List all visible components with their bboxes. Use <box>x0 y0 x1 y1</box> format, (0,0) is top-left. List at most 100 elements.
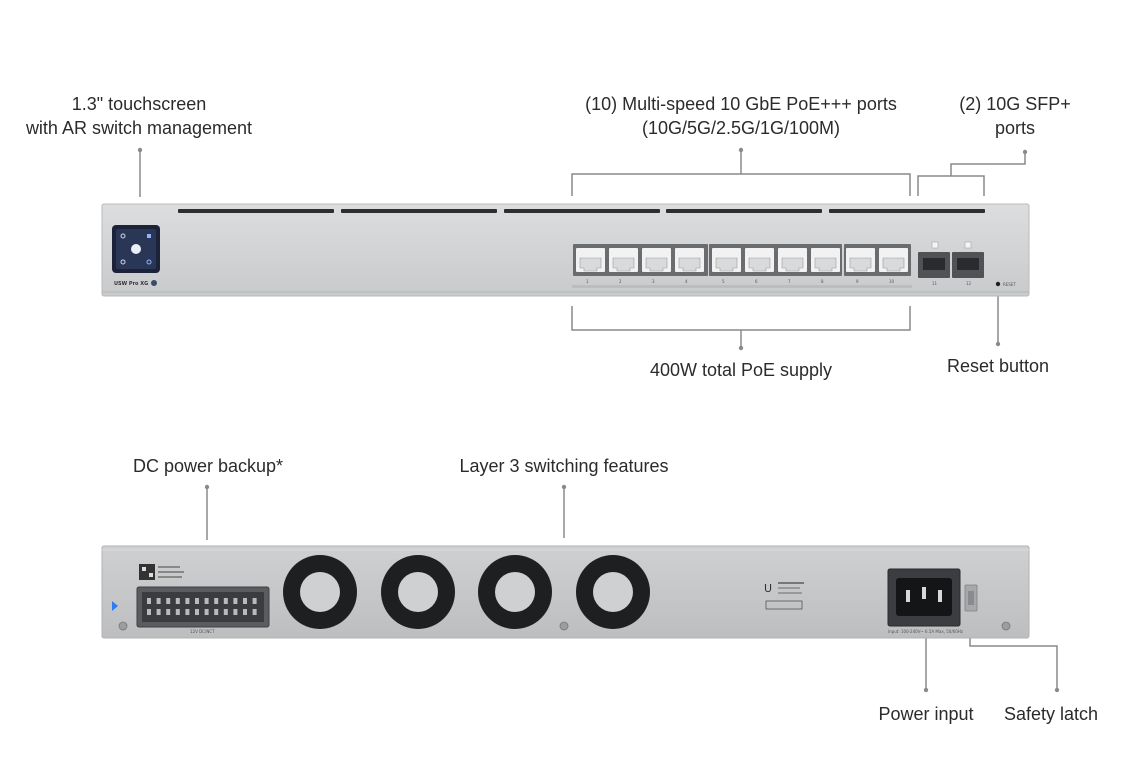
rj45-socket <box>645 257 668 272</box>
rj45-socket <box>579 257 602 272</box>
rj45-port-2[interactable] <box>609 248 638 272</box>
dc-pin <box>195 609 199 615</box>
qr-code-mark <box>142 567 146 571</box>
screen-power-icon <box>120 259 126 265</box>
front-vents <box>178 209 985 213</box>
poe-ports-callout: (10) Multi-speed 10 GbE PoE+++ ports (10… <box>556 92 926 140</box>
dc-pin <box>243 609 247 615</box>
dc-pin <box>223 609 228 615</box>
poe-supply-bracket <box>571 306 911 331</box>
rj45-port-5[interactable] <box>712 248 741 272</box>
dc-pin <box>204 598 209 604</box>
rj45-socket <box>781 257 804 272</box>
regulatory-text-line <box>778 592 802 594</box>
certification-marks-icon <box>765 600 803 610</box>
power-input-callout: Power input <box>878 704 974 724</box>
dc-pin <box>223 598 228 604</box>
rj45-port-1[interactable] <box>576 248 605 272</box>
poe-ports-bracket <box>571 173 911 196</box>
rj45-port-3[interactable] <box>642 248 671 272</box>
rj45-port-4[interactable] <box>675 248 704 272</box>
rj45-socket <box>715 257 738 272</box>
fan-hub <box>593 572 633 612</box>
dc-pin <box>156 598 161 604</box>
screen-status-icon <box>120 233 126 239</box>
fan-hub <box>300 572 340 612</box>
rear-panel: 12V DC/NCT U <box>101 545 1030 639</box>
sfp-ports-leader <box>950 152 1026 176</box>
safety-latch-callout: Safety latch <box>1003 704 1099 724</box>
rj45-port-7[interactable] <box>778 248 807 272</box>
touchscreen-callout-line1: 1.3" touchscreen <box>71 94 207 114</box>
safety-latch-grip <box>968 591 974 605</box>
rj45-socket <box>849 257 872 272</box>
dc-pin <box>233 609 238 615</box>
dc-indicator-icon <box>112 601 118 611</box>
power-rating-label: Input: 100-240V~ 6.5A Max, 50/60Hz <box>888 629 963 634</box>
label-sticker-line <box>158 566 180 568</box>
touchscreen-callout-line2: with AR switch management <box>25 118 253 138</box>
rj45-socket <box>748 257 771 272</box>
layer3-callout: Layer 3 switching features <box>459 456 669 476</box>
dc-pin <box>252 598 257 604</box>
sfp-led <box>964 241 972 249</box>
touchscreen-center-dot <box>131 244 141 254</box>
port-label-3: 3 <box>652 279 655 284</box>
port-label-2: 2 <box>619 279 622 284</box>
poe-supply-callout: 400W total PoE supply <box>649 360 833 380</box>
port-housing-1-4 <box>573 244 708 276</box>
rj45-port-6[interactable] <box>745 248 774 272</box>
dc-connector-socket <box>142 592 264 622</box>
front-leader-lines <box>137 147 1028 351</box>
dc-pin <box>147 598 151 604</box>
dc-pin <box>147 609 151 615</box>
sfp-port-12-cage <box>957 258 979 270</box>
fan-4 <box>576 555 650 629</box>
dc-power-leader-dot <box>204 484 210 490</box>
screen-settings-icon <box>146 259 152 265</box>
ac-pin-icon <box>922 587 926 599</box>
dc-pin <box>156 609 161 615</box>
screw-icon <box>559 621 569 631</box>
port-label-7: 7 <box>788 279 791 284</box>
dc-connector-label: 12V DC/NCT <box>190 629 215 634</box>
vent-slot <box>829 209 985 213</box>
reset-label: RESET <box>1003 282 1016 287</box>
rj45-port-8[interactable] <box>811 248 840 272</box>
screw-icon <box>118 621 128 631</box>
reset-button-callout: Reset button <box>946 356 1050 376</box>
dc-pin <box>252 609 257 615</box>
port-label-1: 1 <box>586 279 589 284</box>
dc-power-callout: DC power backup* <box>132 456 284 476</box>
rj45-port-9[interactable] <box>846 248 875 272</box>
power-input-leader-dot <box>923 687 929 693</box>
regulatory-text-line <box>778 582 804 584</box>
reset-button[interactable] <box>995 281 1001 287</box>
port-label-5: 5 <box>722 279 725 284</box>
layer3-leader-dot <box>561 484 567 490</box>
sfp-ports-callout-line2: ports <box>994 118 1036 138</box>
touchscreen-display[interactable] <box>112 225 160 273</box>
port-led-strip <box>572 285 912 288</box>
poe-ports-leader-dot <box>738 147 744 153</box>
touchscreen-callout: 1.3" touchscreen with AR switch manageme… <box>10 92 268 140</box>
fan-1 <box>283 555 357 629</box>
sfp-ports-callout-line1: (2) 10G SFP+ <box>959 94 1071 114</box>
label-sticker-line <box>158 576 182 578</box>
model-label: USW Pro XG <box>114 281 148 287</box>
sfp-ports-callout: (2) 10G SFP+ ports <box>940 92 1090 140</box>
sfp-label-12: 12 <box>966 281 972 286</box>
dc-pin <box>233 598 238 604</box>
vent-slot <box>666 209 822 213</box>
dc-pin <box>175 598 180 604</box>
rj45-socket <box>882 257 905 272</box>
safety-latch-leader <box>969 636 1058 690</box>
vent-slot <box>341 209 497 213</box>
screw-icon <box>1001 621 1011 631</box>
sfp-ports-bracket <box>917 175 985 196</box>
rj45-port-10[interactable] <box>879 248 908 272</box>
fan-hub <box>495 572 535 612</box>
fan-2 <box>381 555 455 629</box>
